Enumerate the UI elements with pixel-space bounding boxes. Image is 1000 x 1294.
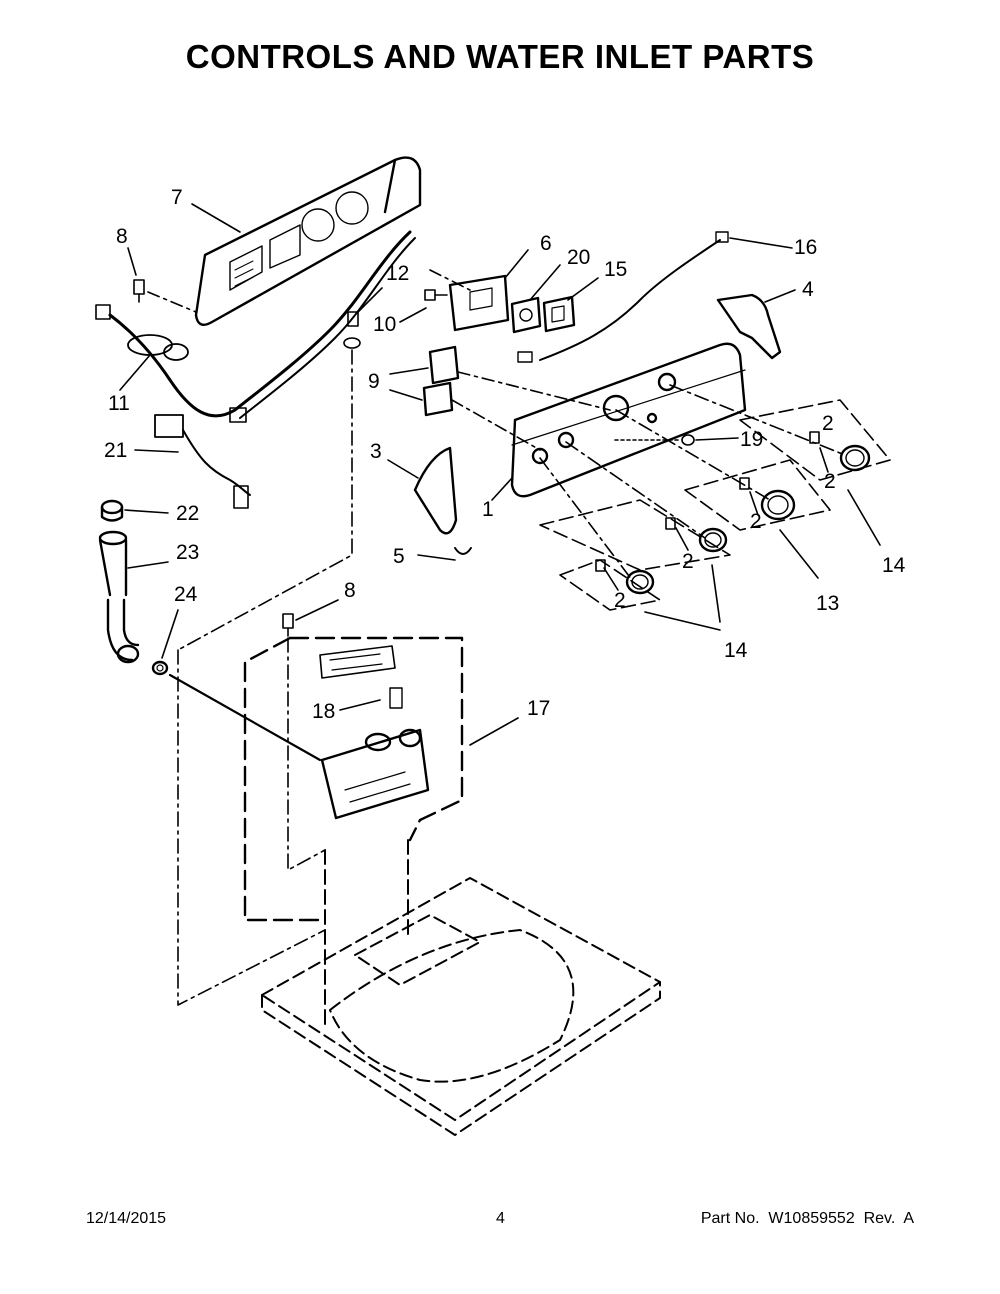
switch-15 — [542, 295, 576, 333]
callout-21: 21 — [104, 439, 127, 462]
callout-11: 11 — [108, 392, 130, 415]
switch-20 — [510, 296, 542, 334]
callout-2d: 2 — [614, 589, 626, 612]
screw-10 — [424, 289, 448, 301]
callout-19: 19 — [740, 428, 763, 451]
callout-13: 13 — [816, 592, 839, 615]
page-title: CONTROLS AND WATER INLET PARTS — [185, 38, 815, 75]
water-valve-17 — [320, 728, 430, 820]
console-front-panel — [510, 342, 747, 498]
callout-12: 12 — [386, 262, 409, 285]
callout-2b: 2 — [750, 510, 762, 533]
callout-15: 15 — [604, 258, 627, 281]
hose-23 — [98, 530, 140, 664]
valve-18 — [319, 645, 403, 709]
end-cap-4 — [716, 293, 782, 360]
knob-clips-2 — [595, 431, 820, 572]
callout-14-lower: 14 — [724, 639, 748, 662]
screw-lower — [282, 613, 294, 637]
callout-3: 3 — [370, 440, 382, 463]
fill-part-22 — [100, 499, 124, 522]
washer-24 — [151, 660, 169, 676]
callout-24: 24 — [174, 583, 198, 606]
callout-8-lower: 8 — [344, 579, 356, 602]
callout-22: 22 — [176, 502, 199, 525]
control-board-6 — [448, 274, 510, 332]
footer-date: 12/14/2015 — [86, 1210, 167, 1227]
callout-8: 8 — [116, 225, 128, 248]
valve-assembly-box-17 — [243, 636, 464, 922]
end-cap-3 — [413, 446, 458, 535]
callout-6: 6 — [540, 232, 552, 255]
knob-14-left — [625, 569, 655, 595]
callout-4: 4 — [802, 278, 814, 301]
callout-2e: 2 — [822, 412, 834, 435]
wire-harness-21 — [154, 414, 251, 509]
wire-harness-16 — [517, 231, 729, 363]
knob-14-middle — [698, 527, 728, 553]
clip-5 — [454, 547, 472, 555]
callout-9: 9 — [368, 370, 380, 393]
knob-13 — [760, 489, 796, 521]
callout-23: 23 — [176, 541, 199, 564]
callout-1: 1 — [482, 498, 494, 521]
wire-harness-main — [95, 230, 416, 423]
callout-labels: 7 8 6 20 15 16 4 12 10 11 9 19 21 3 1 2 … — [104, 186, 906, 723]
callout-18: 18 — [312, 700, 335, 723]
footer-page-number: 4 — [496, 1210, 505, 1227]
console-back-panel — [194, 156, 422, 326]
callout-5: 5 — [393, 545, 405, 568]
knob-14-right — [839, 444, 871, 472]
callout-10: 10 — [373, 313, 396, 336]
callout-2c: 2 — [682, 550, 694, 573]
leader-lines — [119, 203, 881, 746]
led-19 — [681, 434, 695, 446]
callout-17: 17 — [527, 697, 550, 720]
cabinet-top — [261, 877, 661, 1136]
callout-20: 20 — [567, 246, 590, 269]
callout-16: 16 — [794, 236, 817, 259]
screw-top — [133, 279, 145, 303]
clip-12 — [343, 311, 361, 349]
callout-14-right: 14 — [882, 554, 906, 577]
footer-part-number: Part No. W10859552 Rev. A — [700, 1210, 914, 1227]
switches-9 — [422, 345, 460, 417]
callout-7: 7 — [171, 186, 183, 209]
callout-2a: 2 — [824, 470, 836, 493]
